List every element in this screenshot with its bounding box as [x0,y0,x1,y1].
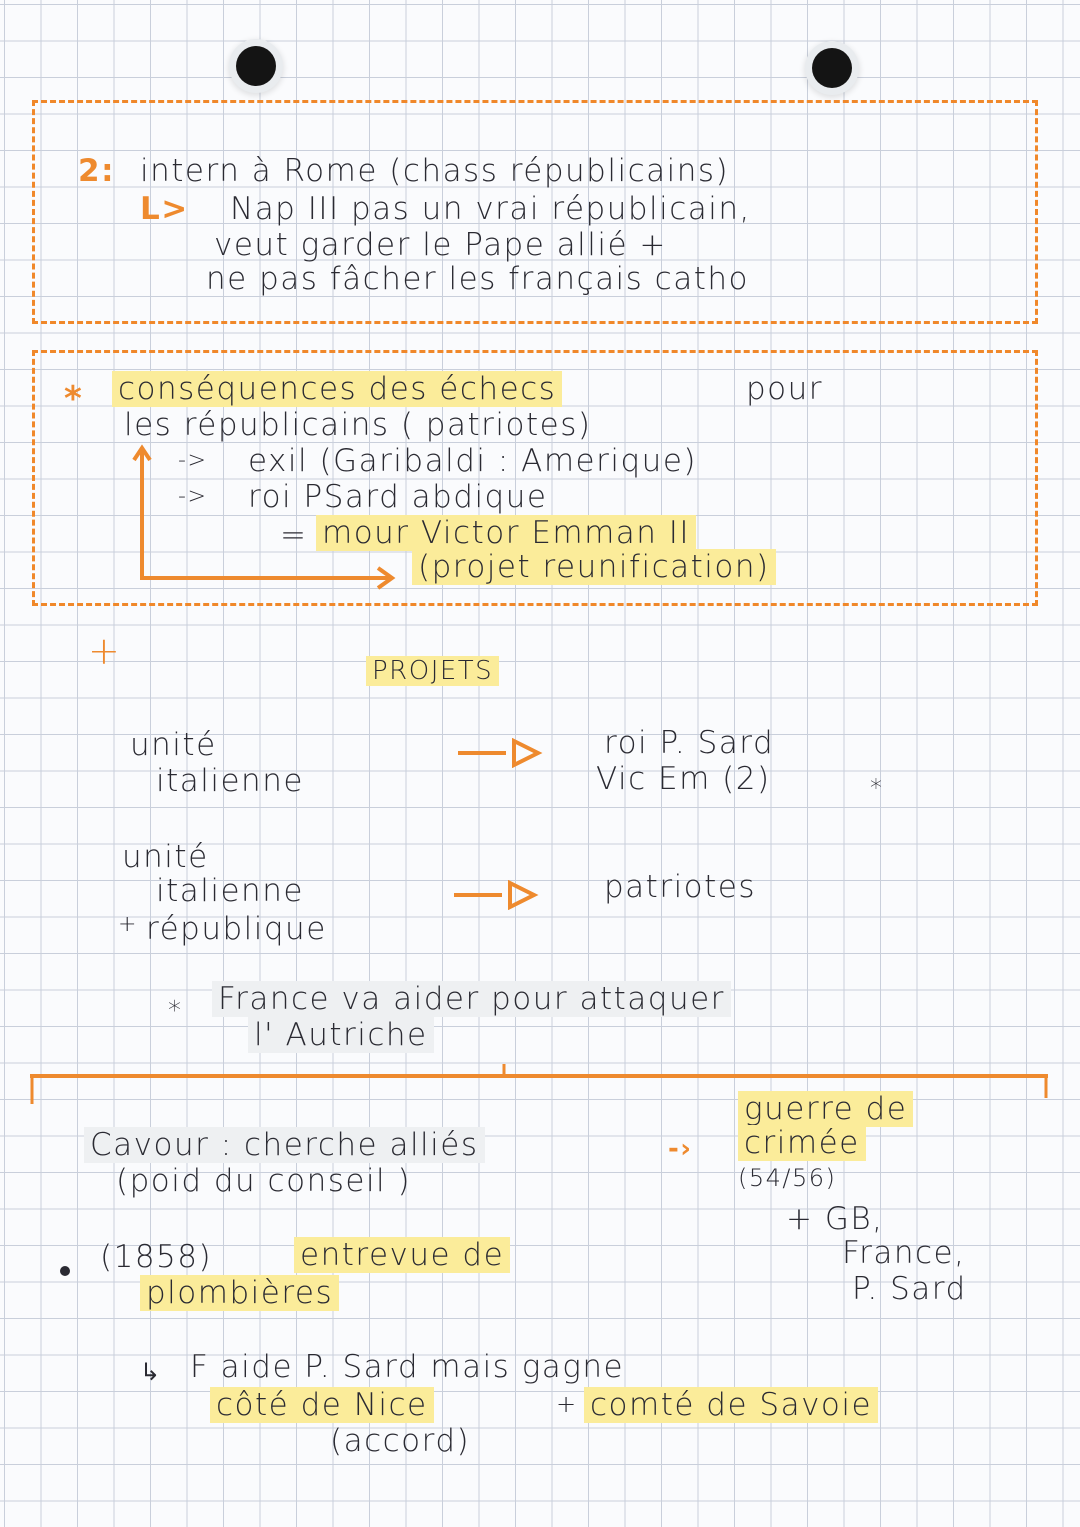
projets-title: PROJETS [366,656,500,686]
crimea-war-line1: guerre de [738,1091,914,1127]
project1-arrow-icon [458,738,543,768]
project1-right-line2: Vic Em (2) [596,761,771,797]
project2-plus: + [118,912,138,937]
crimea-war-line2: crimée [738,1125,866,1161]
dash-arrow-2: -> [178,484,208,509]
project2-arrow-icon [454,880,539,910]
binder-hole-left [236,46,276,86]
france-help-line2: l' Autriche [248,1017,434,1053]
victor-emmanuel-item: mour Victor Emman II [316,515,697,551]
project2-left-line3: république [146,911,327,947]
result-line3: comté de Savoie [584,1387,879,1423]
crimea-war-dates: (54/56) [738,1164,837,1192]
section-number: 2: [78,153,115,189]
ally-psard: P. Sard [852,1271,967,1307]
project1-star-icon: * [870,774,884,802]
consequences-heading-line2: les républicains ( patriotes) [124,407,592,443]
project1-left-line2: italienne [156,763,304,799]
result-line2: côté de Nice [210,1387,434,1423]
sub-arrow-icon: L> [140,191,189,227]
consequences-heading: conséquences des échecs [112,371,563,407]
ally-france: France, [842,1235,966,1271]
note-box-consequences [32,350,1038,606]
entrevue-date: (1858) [100,1239,213,1275]
result-plus: + [556,1390,578,1418]
plus-icon: + [88,629,122,673]
pope-ally-line: veut garder le Pape allié + [214,227,667,263]
note-box-rome [32,100,1038,324]
project2-right: patriotes [604,869,757,905]
project1-left-line1: unité [130,727,217,763]
result-line1: F aide P. Sard mais gagne [190,1349,625,1385]
ally-gb: + GB, [786,1201,884,1237]
entrevue-line1: entrevue de [294,1237,511,1273]
section-divider [30,1064,1048,1104]
result-line4: (accord) [330,1423,471,1459]
catholics-line: ne pas fâcher les français catho [206,261,749,297]
rome-intervention-line: intern à Rome (chass républicains) [140,153,730,189]
cavour-arrow-icon: -› [668,1134,693,1164]
equals-sign: = [280,517,308,553]
consequences-heading-pour: pour [746,371,824,407]
project2-left-line1: unité [122,839,209,875]
exile-item: exil (Garibaldi : Amerique) [248,443,697,479]
france-help-line1: France va aider pour attaquer [212,981,731,1017]
binder-hole-right [812,48,852,88]
cavour-line2: (poid du conseil ) [116,1163,412,1199]
star-icon: * [64,379,84,419]
napoleon-line: Nap III pas un vrai républicain, [230,191,751,227]
entrevue-line2: plombières [140,1275,340,1311]
result-arrow-icon: ↳ [140,1358,162,1386]
reunification-item: (projet reunification) [412,549,776,585]
project1-right-line1: roi P. Sard [604,725,775,761]
note-star-icon: * [168,996,183,1026]
bullet-icon [60,1266,70,1276]
cavour-line1: Cavour : cherche alliés [84,1127,485,1163]
dash-arrow-1: -> [178,448,208,473]
king-abdicates-item: roi PSard abdique [248,479,548,515]
project2-left-line2: italienne [156,873,304,909]
consequence-arrow-icon [132,444,396,590]
